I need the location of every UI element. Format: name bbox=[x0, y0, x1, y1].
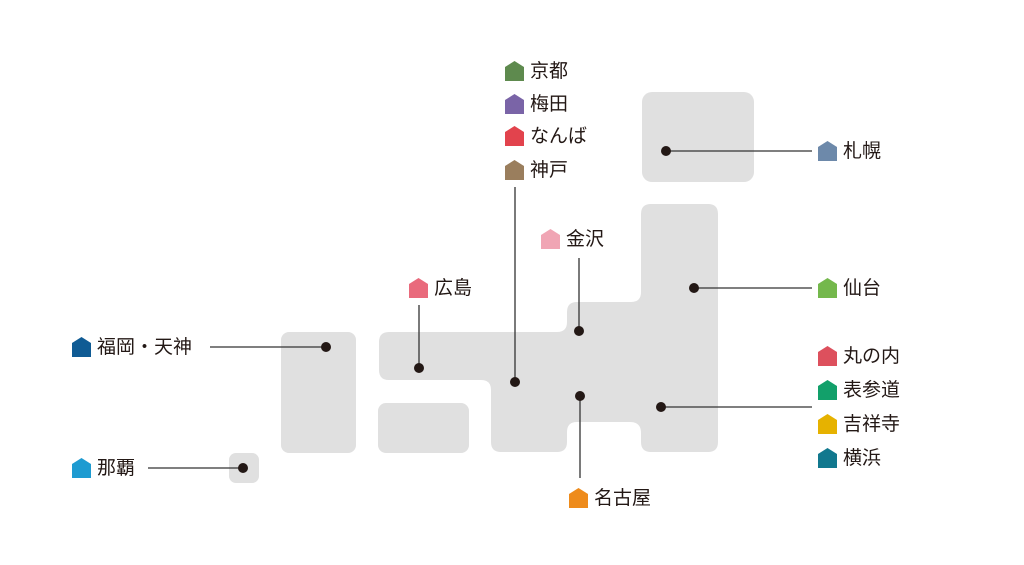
store-pin-icon bbox=[72, 337, 91, 357]
store-label-sendai[interactable]: 仙台 bbox=[818, 278, 881, 298]
store-name: 梅田 bbox=[530, 92, 569, 115]
store-pin-icon bbox=[409, 278, 428, 298]
store-pin-icon bbox=[818, 141, 837, 161]
store-label-naha[interactable]: 那覇 bbox=[72, 458, 135, 478]
store-label-kobe[interactable]: 神戸 bbox=[505, 160, 568, 180]
store-label-omotesando[interactable]: 表参道 bbox=[818, 380, 900, 400]
store-name: 吉祥寺 bbox=[843, 412, 901, 435]
store-name: 神戸 bbox=[530, 158, 569, 181]
dot-kansai bbox=[510, 377, 520, 387]
store-pin-icon bbox=[541, 229, 560, 249]
store-pin-icon bbox=[818, 380, 837, 400]
dot-naha bbox=[238, 463, 248, 473]
store-label-nagoya[interactable]: 名古屋 bbox=[569, 488, 651, 508]
store-pin-icon bbox=[505, 94, 524, 114]
store-name: 横浜 bbox=[843, 446, 882, 469]
store-label-kanazawa[interactable]: 金沢 bbox=[541, 229, 604, 249]
store-label-marunouchi[interactable]: 丸の内 bbox=[818, 346, 900, 366]
store-pin-icon bbox=[505, 61, 524, 81]
store-name: 丸の内 bbox=[843, 344, 901, 367]
store-pin-icon bbox=[818, 346, 837, 366]
store-name: 広島 bbox=[434, 276, 473, 299]
store-name: 表参道 bbox=[843, 378, 901, 401]
store-label-kichijoji[interactable]: 吉祥寺 bbox=[818, 414, 900, 434]
store-pin-icon bbox=[818, 278, 837, 298]
store-name: 仙台 bbox=[843, 276, 882, 299]
store-name: 金沢 bbox=[566, 227, 605, 250]
region-hokkaido bbox=[642, 92, 754, 182]
dot-nagoya bbox=[575, 391, 585, 401]
store-pin-icon bbox=[569, 488, 588, 508]
store-name: 札幌 bbox=[843, 139, 882, 162]
dot-fukuoka bbox=[321, 342, 331, 352]
store-name: なんば bbox=[530, 124, 588, 147]
store-label-fukuoka[interactable]: 福岡・天神 bbox=[72, 337, 192, 357]
store-pin-icon bbox=[505, 126, 524, 146]
region-honshu bbox=[379, 204, 718, 452]
dot-kanazawa bbox=[574, 326, 584, 336]
store-pin-icon bbox=[818, 414, 837, 434]
store-label-namba[interactable]: なんば bbox=[505, 126, 587, 146]
store-name: 福岡・天神 bbox=[97, 335, 193, 358]
store-label-hiroshima[interactable]: 広島 bbox=[409, 278, 472, 298]
region-shikoku bbox=[378, 403, 469, 453]
store-label-sapporo[interactable]: 札幌 bbox=[818, 141, 881, 161]
store-label-umeda[interactable]: 梅田 bbox=[505, 94, 568, 114]
store-pin-icon bbox=[818, 448, 837, 468]
store-pin-icon bbox=[72, 458, 91, 478]
region-kyushu bbox=[281, 332, 356, 453]
dot-hiroshima bbox=[414, 363, 424, 373]
store-name: 名古屋 bbox=[594, 486, 652, 509]
dot-kanto bbox=[656, 402, 666, 412]
store-name: 京都 bbox=[530, 59, 569, 82]
store-name: 那覇 bbox=[97, 456, 136, 479]
store-pin-icon bbox=[505, 160, 524, 180]
dot-sendai bbox=[689, 283, 699, 293]
store-label-kyoto[interactable]: 京都 bbox=[505, 61, 568, 81]
dot-sapporo bbox=[661, 146, 671, 156]
store-label-yokohama[interactable]: 横浜 bbox=[818, 448, 881, 468]
